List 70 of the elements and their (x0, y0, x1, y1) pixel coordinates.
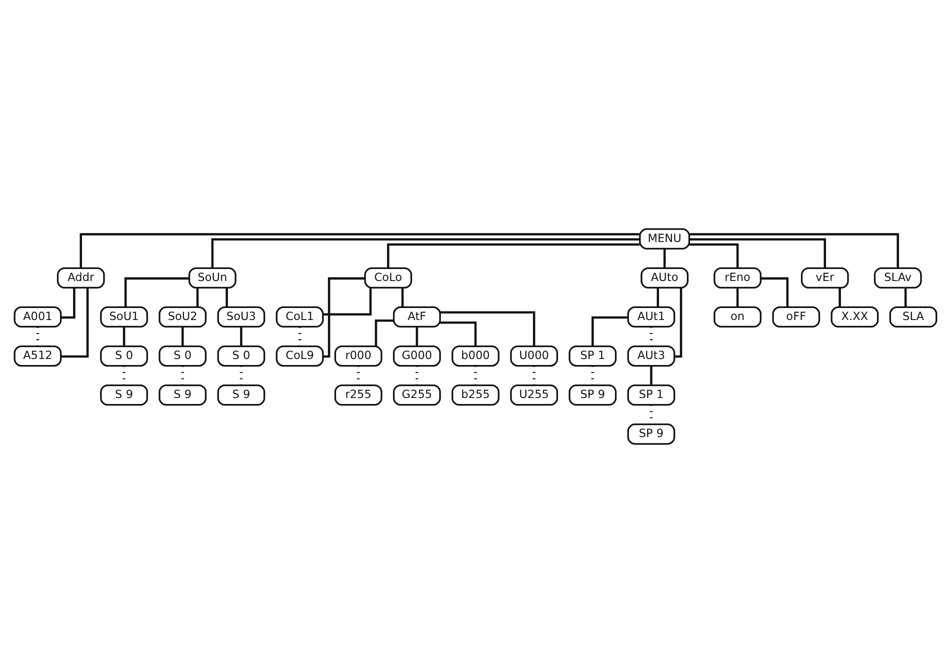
node-box: SLAv (873, 266, 922, 288)
connector (196, 287, 198, 306)
node-box: SoU2 (158, 306, 206, 328)
connector (440, 321, 476, 346)
connector (374, 318, 394, 346)
node-box: S 9 (216, 384, 265, 406)
connector (656, 287, 659, 306)
node-box: Addr (56, 266, 104, 288)
connector (591, 316, 628, 346)
connector (79, 232, 640, 268)
node-box: S 9 (158, 384, 206, 406)
node-box: CoL9 (275, 344, 324, 366)
node-box: MENU (638, 228, 690, 249)
node-box: rEno (713, 266, 761, 288)
node-box: U255 (510, 384, 558, 406)
node-box: vEr (800, 266, 848, 288)
connector (240, 326, 242, 346)
node-box: AUt3 (626, 344, 675, 366)
node-box: G000 (392, 344, 440, 366)
node-box: SP 9 (568, 384, 616, 406)
connector (60, 287, 75, 318)
node-box: b255 (451, 384, 499, 406)
connector (122, 326, 125, 346)
node-box: SP 1 (626, 384, 675, 406)
connector (225, 287, 228, 306)
connector (736, 287, 738, 306)
node-box: SoUn (188, 266, 236, 288)
node-box: oFF (772, 306, 820, 328)
connector (688, 242, 738, 268)
node-box: SLA (888, 306, 937, 328)
node-box: S 0 (100, 344, 148, 366)
connector (322, 287, 372, 316)
connector (688, 238, 826, 268)
node-box: SP 9 (626, 423, 675, 444)
node-box: AtF (392, 306, 440, 328)
node-box: SoU3 (216, 306, 265, 328)
connector (662, 248, 666, 268)
connector (838, 287, 840, 306)
connector (400, 287, 404, 306)
node-box: r000 (334, 344, 382, 366)
node-box: U000 (510, 344, 558, 366)
node-box: b000 (451, 344, 499, 366)
node-box: AUto (640, 266, 688, 288)
connector (322, 276, 364, 358)
connector (124, 276, 189, 306)
connector (415, 326, 418, 346)
connector (689, 232, 898, 268)
node-box: SP 1 (568, 344, 616, 366)
node-box: CoL1 (275, 306, 324, 328)
node-box: S 0 (216, 344, 265, 366)
node-box: S 9 (100, 384, 148, 406)
connector (760, 276, 788, 306)
connector (650, 365, 652, 385)
node-box: A512 (13, 344, 62, 366)
node-box: CoLo (364, 266, 412, 288)
connector (210, 238, 640, 268)
node-box: A001 (13, 306, 62, 328)
connector (440, 310, 535, 346)
node-box: S 0 (158, 344, 206, 366)
connector (904, 287, 906, 306)
connector (674, 287, 682, 358)
node-box: r255 (334, 384, 382, 406)
node-box: SoU1 (100, 306, 148, 328)
node-box: on (713, 306, 761, 328)
connector (181, 326, 184, 346)
node-box: G255 (392, 384, 440, 406)
connector (386, 242, 640, 268)
node-box: AUt1 (626, 306, 675, 328)
connector (60, 287, 88, 358)
node-box: X.XX (830, 306, 878, 328)
